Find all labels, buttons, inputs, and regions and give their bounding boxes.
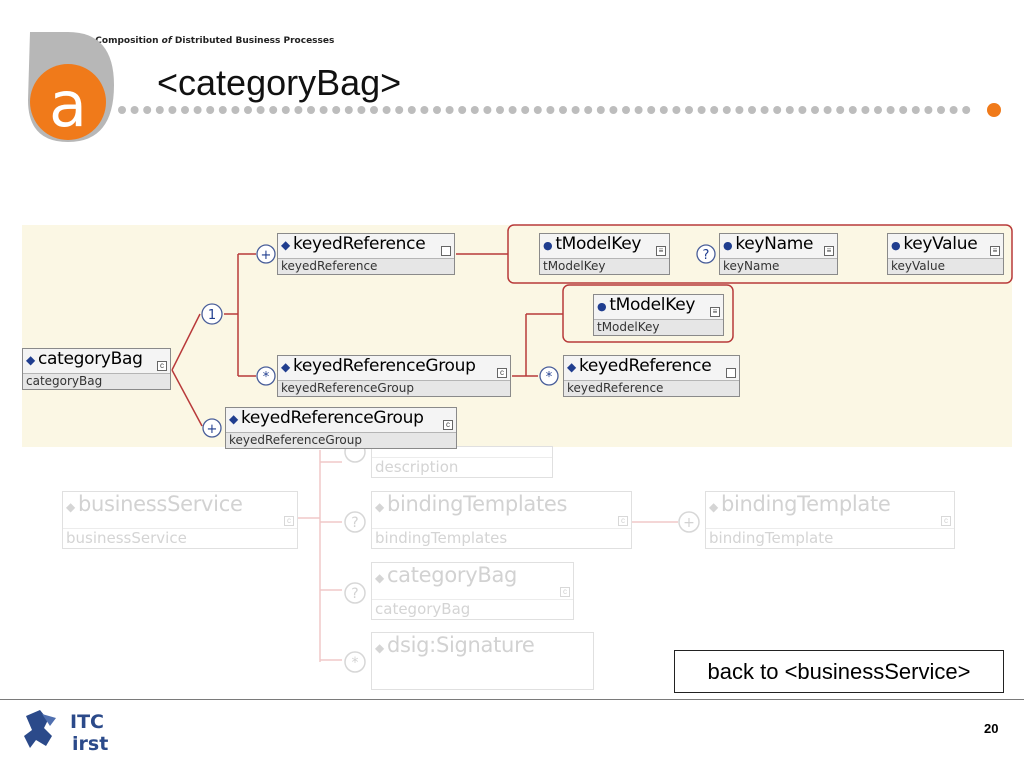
diagram-connectors: ? ? * + <box>22 224 1013 673</box>
node-keyedReference-right: ◆keyedReference keyedReference <box>563 355 740 397</box>
optional-marker: ? <box>703 248 710 263</box>
page-number: 20 <box>984 721 999 736</box>
faded-node-description: description <box>371 446 553 478</box>
node-keyedReferenceGroup-mid: ◆keyedReferenceGroup c keyedReferenceGro… <box>277 355 511 397</box>
node-tModelKey-group: ●tModelKey ≡ tModelKey <box>593 294 724 336</box>
tagline-of: of <box>161 36 172 46</box>
logo-letter: a <box>49 68 87 141</box>
svg-text:*: * <box>352 655 359 671</box>
schema-diagram: ? ? * + <box>0 150 1024 700</box>
a-logo-icon: a <box>28 32 114 142</box>
node-keyValue: ●keyValue ≡ keyValue <box>887 233 1004 275</box>
faded-node-dsig-signature: ◆dsig:Signature <box>371 632 594 690</box>
plus-marker-bottom: + <box>207 422 218 437</box>
star-marker-right: * <box>546 370 553 385</box>
svg-text:?: ? <box>351 586 358 602</box>
node-keyName: ●keyName ≡ keyName <box>719 233 838 275</box>
logo-itc: ITC <box>70 711 104 733</box>
faded-node-bindingTemplates: ◆bindingTemplates c bindingTemplates <box>371 491 632 549</box>
node-keyedReferenceGroup-bottom: ◆keyedReferenceGroup c keyedReferenceGro… <box>225 407 457 449</box>
node-tModelKey-top: ●tModelKey ≡ tModelKey <box>539 233 670 275</box>
node-categoryBag: ◆categoryBag c categoryBag <box>22 348 171 390</box>
plus-marker-top: + <box>261 248 272 263</box>
node-keyedReference-top: ◆keyedReference keyedReference <box>277 233 455 275</box>
back-to-businessService-button[interactable]: back to <businessService> <box>674 650 1004 693</box>
dotted-rule-icon <box>118 103 1001 117</box>
svg-text:?: ? <box>351 515 358 531</box>
tagline-text-1: upporting Composition <box>42 36 162 46</box>
slide-title: <categoryBag> <box>157 62 402 103</box>
faded-node-businessService: ◆businessService c businessService <box>62 491 298 549</box>
footer-divider <box>0 699 1024 700</box>
tagline-text-2: Distributed Business Processes <box>171 36 335 46</box>
choice-marker: 1 <box>208 308 216 323</box>
logo-irst: irst <box>72 733 108 754</box>
star-marker-mid: * <box>263 370 270 385</box>
svg-text:+: + <box>683 515 695 531</box>
itc-irst-logo-icon: ITC irst <box>24 710 108 754</box>
faded-node-categoryBag: ◆categoryBag c categoryBag <box>371 562 574 620</box>
faded-node-bindingTemplate: ◆bindingTemplate c bindingTemplate <box>705 491 955 549</box>
